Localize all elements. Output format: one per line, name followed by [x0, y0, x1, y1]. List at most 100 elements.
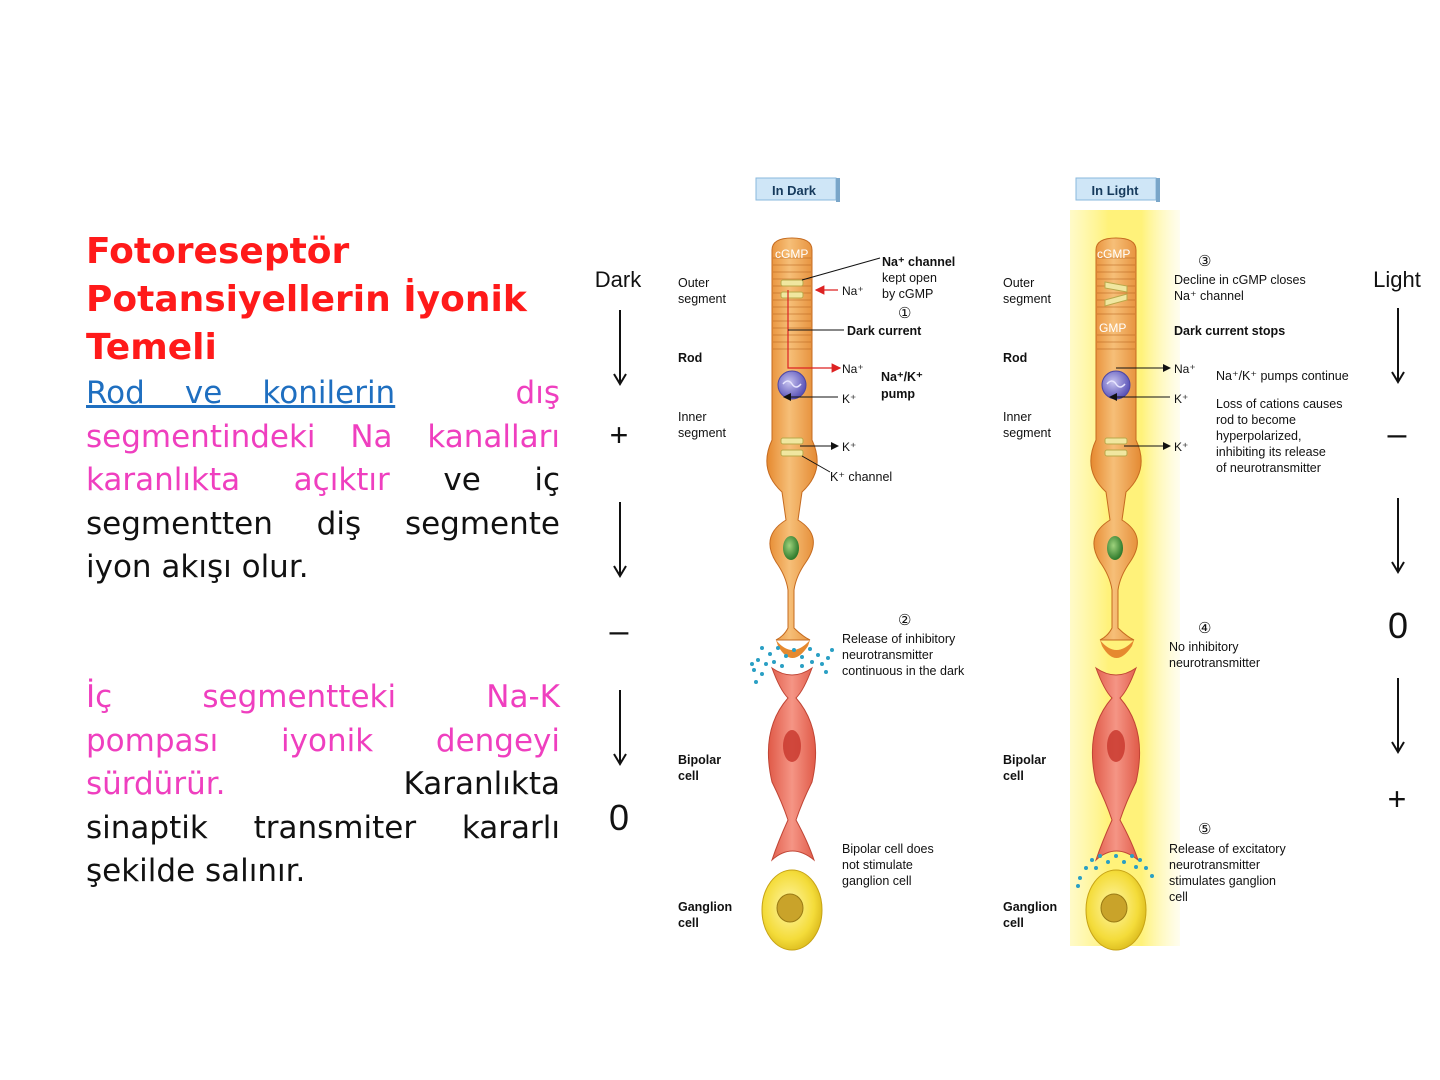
light-inner-label-2: segment: [1003, 426, 1051, 440]
dark-bipolar-label-1: Bipolar: [678, 753, 721, 767]
para1-black-2: segmentten diş segmente: [86, 505, 560, 542]
light-bipolar-cell: [1091, 666, 1141, 862]
dark-inner-label-1: Inner: [678, 410, 707, 424]
light-release-exc-3: stimulates ganglion: [1169, 874, 1276, 888]
light-decline-1: Decline in cGMP closes: [1174, 273, 1306, 287]
light-na-label: Na⁺: [1174, 362, 1196, 376]
dark-sign-3: 0: [609, 797, 629, 838]
in-light-header: In Light: [1092, 183, 1140, 198]
dark-release-1: Release of inhibitory: [842, 632, 956, 646]
light-na-channel-closed: [1104, 281, 1128, 307]
light-dark-current-stops: Dark current stops: [1174, 324, 1285, 338]
light-loss-5: of neurotransmitter: [1216, 461, 1321, 475]
light-side-label: Light: [1373, 267, 1421, 292]
light-loss-1: Loss of cations causes: [1216, 397, 1342, 411]
light-loss-3: hyperpolarized,: [1216, 429, 1301, 443]
title-line-2: Potansiyellerin İyonik: [86, 279, 527, 320]
dark-inner-label-2: segment: [678, 426, 726, 440]
light-step-5: ⑤: [1198, 821, 1211, 838]
light-sign-2: 0: [1388, 605, 1408, 646]
para1-blue-text: Rod ve konilerin: [86, 375, 396, 411]
dark-step-2: ②: [898, 612, 911, 629]
para2-black-3: şekilde salınır.: [86, 853, 306, 889]
dark-bipolar-label-2: cell: [678, 769, 699, 783]
photoreceptor-diagram: Dark + – 0 Light – 0 + In Dark In Light: [595, 177, 1421, 951]
dark-current-label: Dark current: [847, 324, 922, 338]
para2-pink-2: pompası iyonik dengeyi: [86, 722, 560, 759]
light-sign-3: +: [1388, 781, 1407, 817]
light-decline-2: Na⁺ channel: [1174, 289, 1244, 303]
light-step-4: ④: [1198, 620, 1211, 637]
light-ganglion-cell: [1085, 869, 1147, 951]
light-release-exc-2: neurotransmitter: [1169, 858, 1260, 872]
dark-pump-label-2: pump: [881, 387, 915, 401]
para1-black-1: ve iç: [443, 462, 560, 498]
light-k2-label: K⁺: [1174, 440, 1188, 454]
dark-current-loop: [787, 290, 820, 369]
light-pumps-continue: Na⁺/K⁺ pumps continue: [1216, 369, 1349, 383]
light-release-exc-4: cell: [1169, 890, 1188, 904]
light-cgmp-label: cGMP: [1097, 247, 1130, 261]
dark-k1-label: K⁺: [842, 392, 856, 406]
dark-step-1: ①: [898, 305, 911, 322]
dark-cgmp-label: cGMP: [775, 247, 808, 261]
light-step-3: ③: [1198, 253, 1211, 270]
dark-outer-label-2: segment: [678, 292, 726, 306]
dark-sign-1: +: [610, 417, 629, 453]
dark-na-channel-label-3: by cGMP: [882, 287, 933, 301]
dark-side-label: Dark: [595, 267, 642, 292]
dark-bipolar-note-2: not stimulate: [842, 858, 913, 872]
light-release-exc-1: Release of excitatory: [1169, 842, 1286, 856]
title-line-3: Temeli: [86, 327, 217, 368]
light-neurotransmitter-dots: [1076, 854, 1154, 888]
light-outer-label-2: segment: [1003, 292, 1051, 306]
para1-black-3: iyon akışı olur.: [86, 549, 309, 585]
dark-neurotransmitter-dots: [750, 646, 834, 684]
para1-pink-1: dış: [515, 375, 560, 411]
light-inner-label-1: Inner: [1003, 410, 1032, 424]
para2-black-2: sinaptik transmiter kararlı: [86, 809, 560, 846]
dark-pump-label-1: Na⁺/K⁺: [881, 370, 923, 384]
light-bipolar-label-2: cell: [1003, 769, 1024, 783]
para1-pink-2: segmentindeki Na kanalları: [86, 418, 560, 455]
light-loss-4: inhibiting its release: [1216, 445, 1326, 459]
dark-na-channel: [780, 279, 804, 299]
dark-na2-label: Na⁺: [842, 362, 864, 376]
dark-na-channel-label-1: Na⁺ channel: [882, 255, 955, 269]
dark-bipolar-cell: [767, 666, 817, 862]
para2-pink-1: İç segmentteki Na-K: [86, 679, 560, 715]
para2-black-1: Karanlıkta: [403, 766, 561, 802]
para2-pink-3: sürdürür.: [86, 766, 226, 802]
paragraph-1: Rod ve konilerin dış segmentindeki Na ka…: [86, 372, 560, 590]
dark-rod-cell: [766, 237, 818, 658]
dark-ganglion-cell: [761, 869, 823, 951]
dark-outer-label-1: Outer: [678, 276, 709, 290]
light-no-inhibitory-1: No inhibitory: [1169, 640, 1239, 654]
in-dark-header: In Dark: [772, 183, 817, 198]
dark-ganglion-label-2: cell: [678, 916, 699, 930]
dark-bipolar-note-3: ganglion cell: [842, 874, 912, 888]
light-ganglion-label-1: Ganglion: [1003, 900, 1057, 914]
dark-sign-2: –: [610, 612, 629, 650]
light-rod-label: Rod: [1003, 351, 1027, 365]
dark-k-channel-label: K⁺ channel: [830, 470, 892, 484]
dark-na-label: Na⁺: [842, 284, 864, 298]
light-gmp-label: GMP: [1099, 321, 1126, 335]
dark-bipolar-note-1: Bipolar cell does: [842, 842, 934, 856]
light-ganglion-label-2: cell: [1003, 916, 1024, 930]
para1-pink-3: karanlıkta açıktır: [86, 462, 390, 498]
light-k-channel: [1104, 437, 1128, 457]
paragraph-2: İç segmentteki Na-K pompası iyonik denge…: [86, 676, 560, 894]
light-outer-label-1: Outer: [1003, 276, 1034, 290]
title-line-1: Fotoreseptör: [86, 231, 350, 272]
dark-release-2: neurotransmitter: [842, 648, 933, 662]
light-bipolar-label-1: Bipolar: [1003, 753, 1046, 767]
dark-ganglion-label-1: Ganglion: [678, 900, 732, 914]
light-loss-2: rod to become: [1216, 413, 1296, 427]
light-sign-1: –: [1388, 415, 1407, 453]
dark-k2-label: K⁺: [842, 440, 856, 454]
slide-title: Fotoreseptör Potansiyellerin İyonik Teme…: [86, 228, 566, 372]
dark-rod-label: Rod: [678, 351, 702, 365]
dark-release-3: continuous in the dark: [842, 664, 965, 678]
light-no-inhibitory-2: neurotransmitter: [1169, 656, 1260, 670]
